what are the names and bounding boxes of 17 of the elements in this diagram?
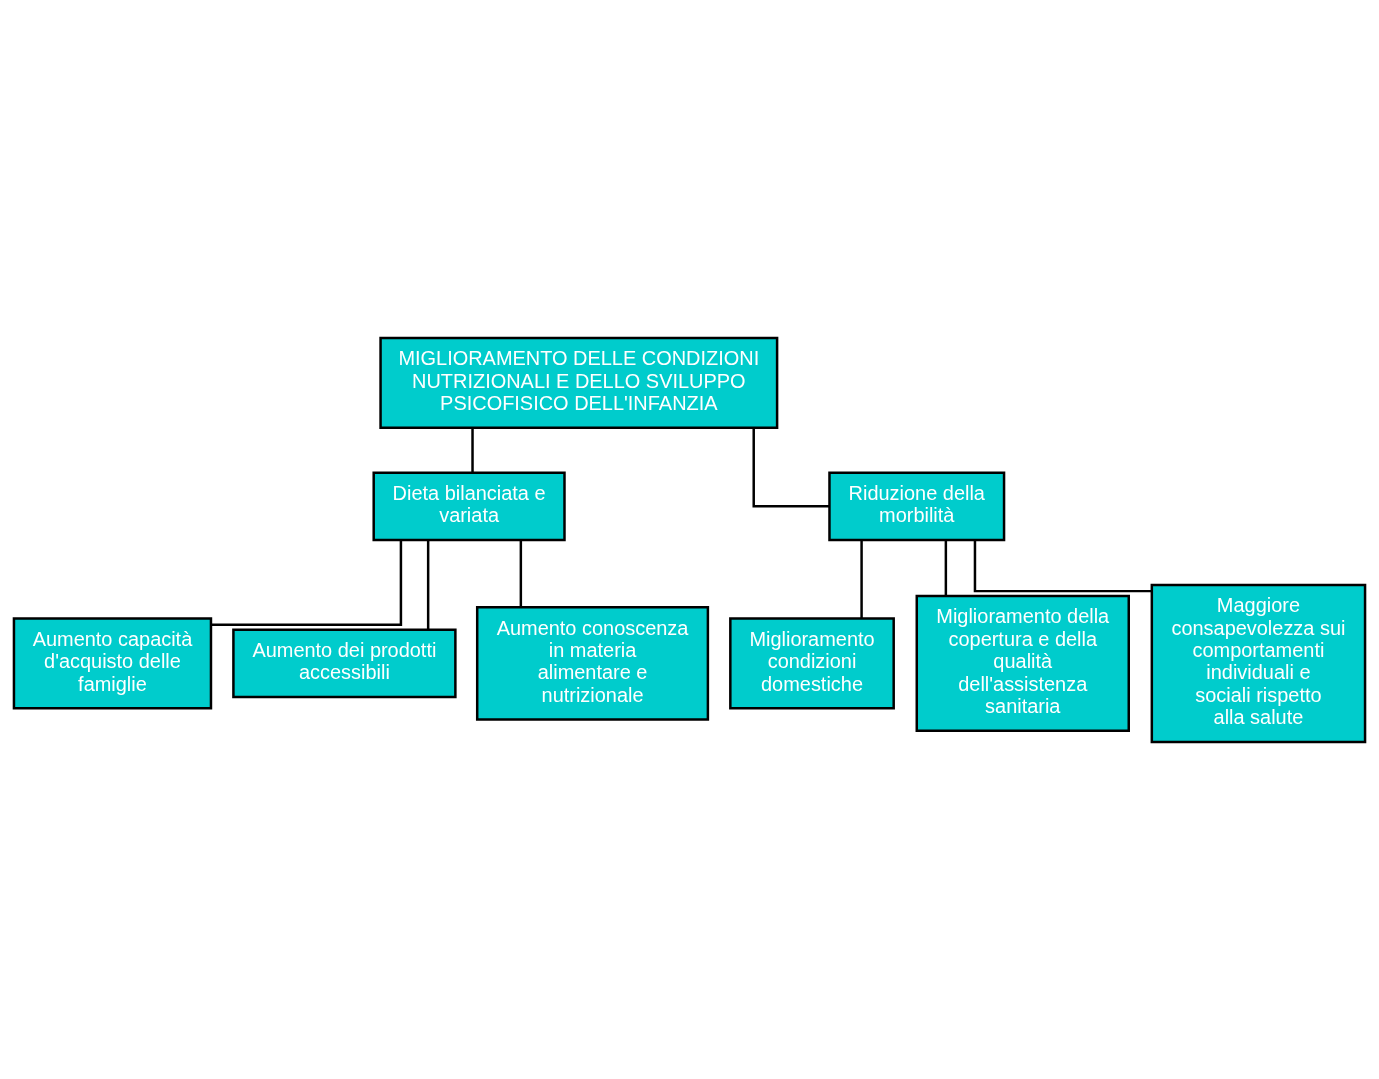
node-box: Riduzione della morbilità bbox=[828, 470, 1006, 541]
node-box: Aumento dei prodotti accessibili bbox=[232, 628, 457, 698]
node-box: Miglioramento della copertura e della qualità dell'assistenza sanitaria bbox=[915, 594, 1130, 732]
connector bbox=[752, 427, 830, 508]
node-box: Maggiore consapevolezza sui comportamenti individuali e sociali rispetto alla salute bbox=[1150, 583, 1367, 743]
node-box: Aumento capacità d'acquisto delle famiglie bbox=[12, 616, 213, 710]
connector bbox=[426, 539, 430, 629]
node-box: Dieta bilanciata e variata bbox=[372, 470, 566, 541]
connector bbox=[860, 539, 863, 618]
connector bbox=[973, 539, 1152, 592]
node-box: Miglioramento condizioni domestiche bbox=[729, 616, 895, 710]
connector bbox=[211, 539, 403, 626]
connector bbox=[944, 539, 948, 596]
node-box: MIGLIORAMENTO DELLE CONDIZIONI NUTRIZIONALI E DELLO SVILUPPO PSICOFISICO DELL'INFANZIA bbox=[379, 336, 779, 429]
node-box: Aumento conoscenza in materia alimentare e nutrizionale bbox=[475, 605, 710, 721]
connector bbox=[471, 427, 474, 472]
connector bbox=[519, 539, 523, 607]
